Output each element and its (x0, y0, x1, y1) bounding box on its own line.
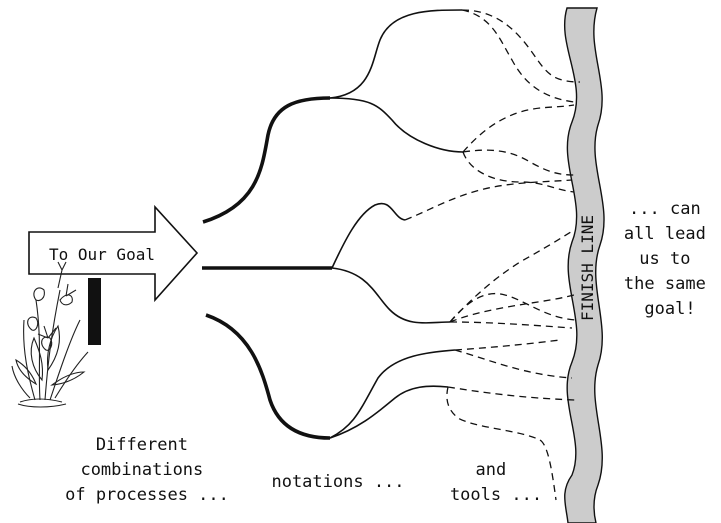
process-path-lower (205, 313, 331, 440)
processes-caption: Different combinations of processes ... (65, 435, 229, 505)
sign-post (88, 278, 101, 345)
goal-caption: ... can all lead us to the same goal! (624, 199, 716, 319)
sign-label: To Our Goal (49, 245, 155, 264)
notations-caption: notations ... (271, 472, 404, 492)
process-path-upper (202, 96, 331, 224)
sign-arrow (28, 204, 199, 303)
tool-paths (404, 9, 581, 501)
flower-plant-illustration (11, 261, 89, 408)
tools-caption: and tools ... (450, 460, 542, 505)
finish-line-band (563, 7, 605, 523)
notation-paths (329, 9, 464, 439)
finish-line-label: FINISH LINE (578, 215, 597, 321)
